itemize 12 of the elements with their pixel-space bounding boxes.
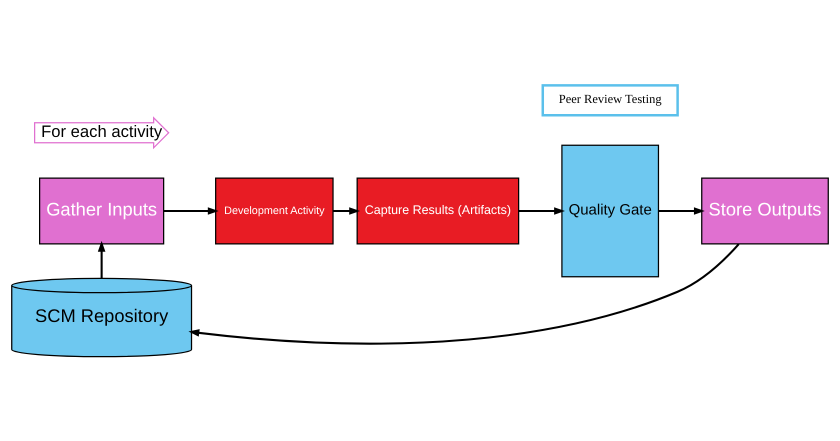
arrow <box>333 206 360 214</box>
node-box: Capture Results (Artifacts) <box>356 177 520 244</box>
node-box: Development Activity <box>215 177 334 244</box>
node-box: Store Outputs <box>701 177 829 244</box>
node-box: Gather Inputs <box>39 177 164 244</box>
arrow <box>188 242 740 344</box>
arrow <box>658 206 705 214</box>
arrow <box>518 206 565 214</box>
arrow <box>98 240 106 278</box>
node-box: Quality Gate <box>561 144 660 277</box>
node-box: Peer Review Testing <box>542 84 679 116</box>
arrow <box>164 206 219 214</box>
